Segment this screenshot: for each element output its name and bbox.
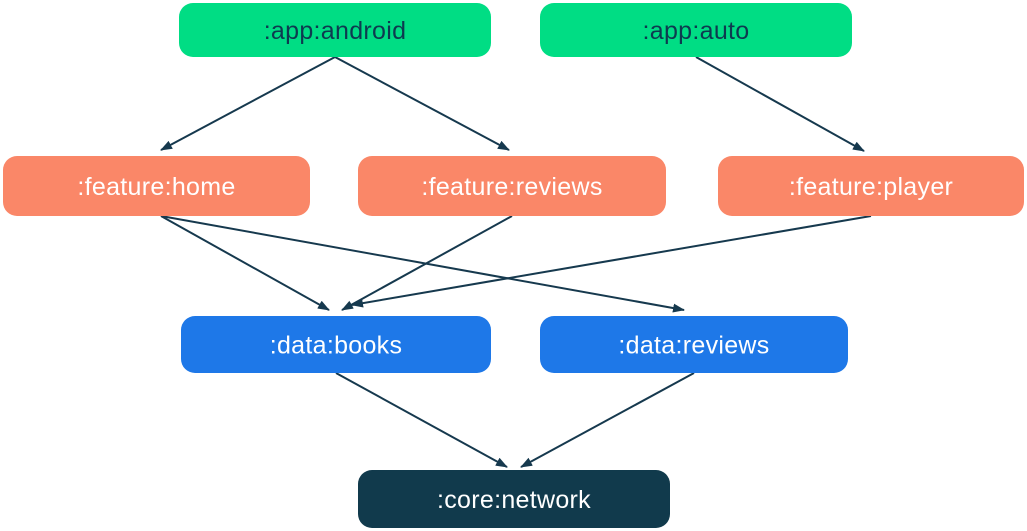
node-box-core-network bbox=[358, 470, 670, 528]
node-box-app-auto bbox=[540, 3, 852, 57]
node-label-app-android: :app:android bbox=[264, 17, 407, 45]
edge-data-books-to-core-network bbox=[335, 372, 508, 468]
node-box-feature-reviews bbox=[358, 156, 666, 216]
node-box-data-books bbox=[181, 316, 491, 373]
node-feature-reviews: :feature:reviews bbox=[358, 156, 666, 216]
node-label-feature-player: :feature:player bbox=[789, 173, 953, 201]
edge-app-android-to-feature-home bbox=[160, 56, 336, 151]
node-label-feature-home: :feature:home bbox=[77, 173, 235, 201]
node-label-app-auto: :app:auto bbox=[643, 17, 750, 45]
node-app-android: :app:android bbox=[179, 3, 491, 57]
edge-feature-reviews-to-data-books bbox=[341, 215, 513, 311]
edge-feature-home-to-data-reviews bbox=[160, 215, 685, 313]
node-label-core-network: :core:network bbox=[437, 486, 591, 514]
node-box-data-reviews bbox=[540, 316, 848, 373]
edge-data-reviews-to-core-network bbox=[520, 372, 695, 468]
edges-layer bbox=[160, 56, 872, 468]
node-label-feature-reviews: :feature:reviews bbox=[421, 173, 602, 201]
edge-feature-player-to-data-books bbox=[351, 215, 872, 308]
node-box-feature-player bbox=[718, 156, 1024, 216]
node-box-app-android bbox=[179, 3, 491, 57]
node-feature-home: :feature:home bbox=[3, 156, 310, 216]
node-data-reviews: :data:reviews bbox=[540, 316, 848, 373]
node-box-feature-home bbox=[3, 156, 310, 216]
edge-app-android-to-feature-reviews bbox=[334, 56, 510, 151]
node-label-data-books: :data:books bbox=[270, 332, 403, 360]
edge-feature-home-to-data-books bbox=[160, 215, 330, 311]
node-data-books: :data:books bbox=[181, 316, 491, 373]
nodes-layer: :app:android :app:auto :feature:home :featu… bbox=[3, 3, 1024, 528]
edge-app-auto-to-feature-player bbox=[695, 56, 865, 152]
node-label-data-reviews: :data:reviews bbox=[618, 332, 769, 360]
node-core-network: :core:network bbox=[358, 470, 670, 528]
node-app-auto: :app:auto bbox=[540, 3, 852, 57]
node-feature-player: :feature:player bbox=[718, 156, 1024, 216]
